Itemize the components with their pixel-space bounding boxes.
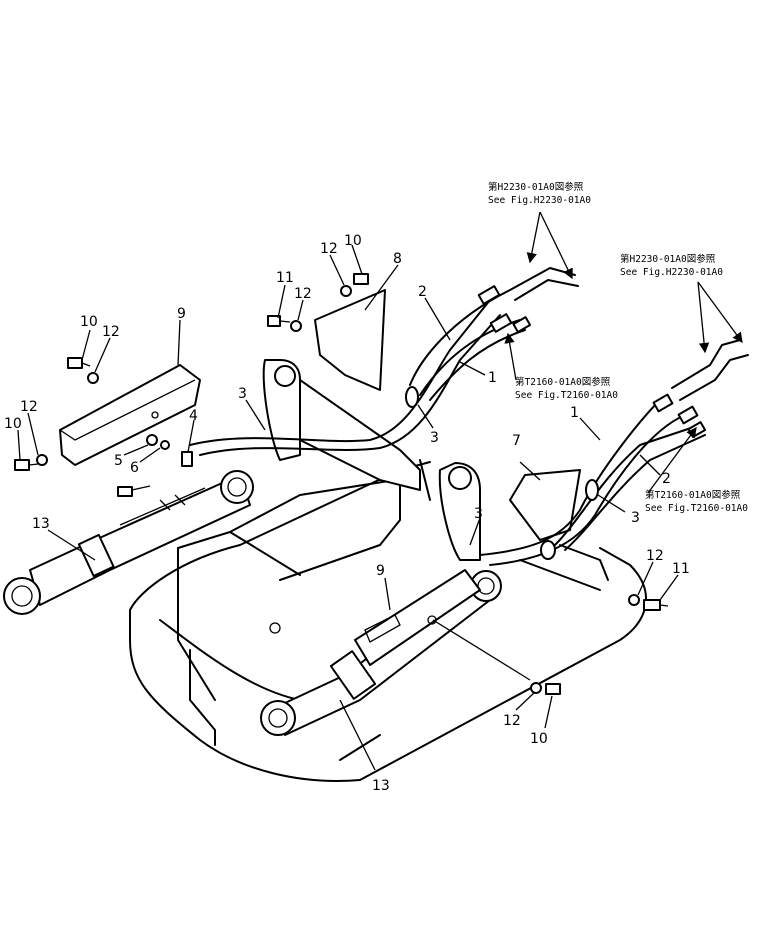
callout-12-left: 12 <box>20 399 38 415</box>
reference-h2230-ja-upper: 第H2230-01A0図参照 <box>488 181 584 193</box>
brackets <box>262 359 481 561</box>
hardware <box>14 273 669 695</box>
callout-4: 4 <box>189 408 198 424</box>
reference-t2160-ja-upper: 第T2160-01A0図参照 <box>515 376 611 388</box>
right-cylinder <box>260 569 502 736</box>
callout-9-left: 9 <box>177 306 186 322</box>
callout-12-upper-left: 12 <box>102 324 120 340</box>
reference-h2230-ja-right: 第H2230-01A0図参照 <box>620 253 716 265</box>
callout-3-right: 3 <box>631 510 640 526</box>
callout-numbers: 13 9 10 12 12 10 5 6 4 3 11 12 12 10 8 2… <box>4 233 690 794</box>
callout-3-middle: 3 <box>474 506 483 522</box>
callout-6: 6 <box>130 460 139 476</box>
hoses-lower <box>479 339 749 566</box>
callout-12-upper: 12 <box>294 286 312 302</box>
callout-5: 5 <box>114 453 123 469</box>
callout-12-right: 12 <box>646 548 664 564</box>
callout-9-right: 9 <box>376 563 385 579</box>
callout-2-right: 2 <box>662 471 671 487</box>
callout-2-upper: 2 <box>418 284 427 300</box>
callout-1-upper: 1 <box>488 370 497 386</box>
figure-references: 第H2230-01A0図参照 See Fig.H2230-01A0 第H2230… <box>488 181 748 514</box>
leader-lines <box>17 211 743 771</box>
reference-t2160-en-upper: See Fig.T2160-01A0 <box>515 390 618 401</box>
callout-11-right: 11 <box>672 561 690 577</box>
hoses-upper <box>189 267 579 456</box>
reference-t2160-ja-right: 第T2160-01A0図参照 <box>645 489 741 501</box>
callout-12-bottom: 12 <box>503 713 521 729</box>
callout-8: 8 <box>393 251 402 267</box>
left-cylinder <box>3 470 254 615</box>
reference-h2230-en-upper: See Fig.H2230-01A0 <box>488 195 591 206</box>
callout-3-upper: 3 <box>430 430 439 446</box>
cover-plates <box>59 364 201 466</box>
callout-13-left: 13 <box>32 516 50 532</box>
callout-13-bottom: 13 <box>372 778 390 794</box>
reference-t2160-en-right: See Fig.T2160-01A0 <box>645 503 748 514</box>
callout-7: 7 <box>512 433 521 449</box>
callout-3-left: 3 <box>238 386 247 402</box>
callout-1-right: 1 <box>570 405 579 421</box>
callout-10-top: 10 <box>344 233 362 249</box>
callout-10-bottom: 10 <box>530 731 548 747</box>
reference-h2230-en-right: See Fig.H2230-01A0 <box>620 267 723 278</box>
callout-10-left: 10 <box>4 416 22 432</box>
callout-12-top: 12 <box>320 241 338 257</box>
callout-10-upper-left: 10 <box>80 314 98 330</box>
callout-11-upper: 11 <box>276 270 294 286</box>
